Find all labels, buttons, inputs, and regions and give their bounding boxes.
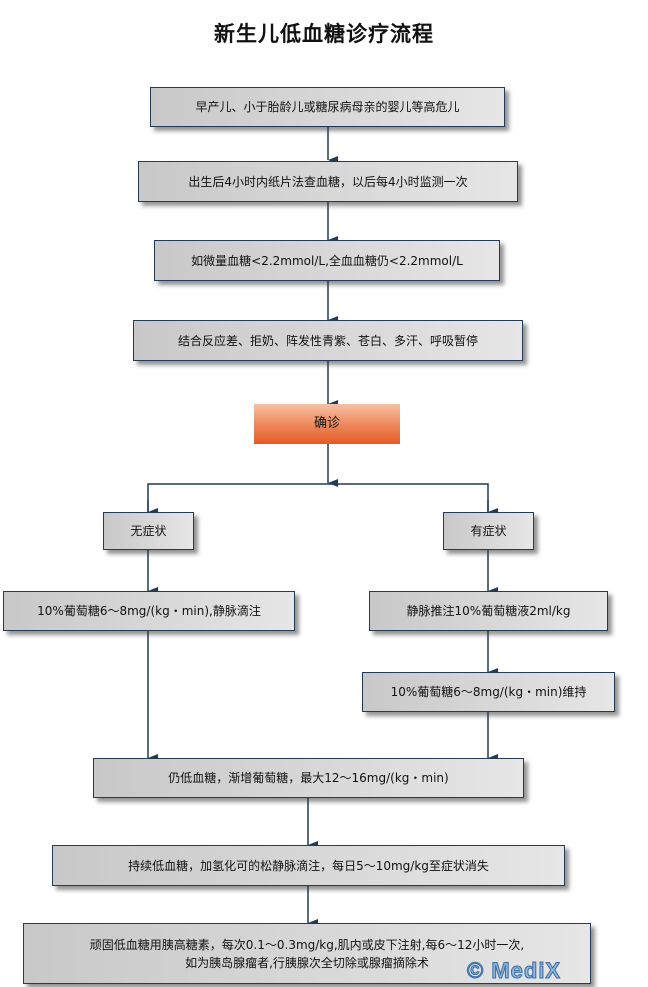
node-label: 如微量血糖<2.2mmol/L,全血血糖仍<2.2mmol/L — [191, 253, 463, 268]
node-maintenance-infusion: 10%葡萄糖6～8mg/(kg・min)维持 — [362, 672, 615, 712]
flowchart-title: 新生儿低血糖诊疗流程 — [214, 22, 434, 46]
medix-watermark: © MediX — [466, 958, 562, 984]
node-asymptomatic-treatment: 10%葡萄糖6～8mg/(kg・min),静脉滴注 — [3, 591, 295, 631]
node-hydrocortisone: 持续低血糖，加氢化可的松静脉滴注，每日5～10mg/kg至症状消失 — [52, 845, 565, 886]
node-iv-bolus: 静脉推注10%葡萄糖液2ml/kg — [369, 591, 608, 631]
node-label: 10%葡萄糖6～8mg/(kg・min)维持 — [390, 685, 587, 699]
node-asymptomatic: 无症状 — [103, 512, 194, 550]
node-label: 顽固低血糖用胰高糖素，每次0.1～0.3mg/kg,肌内或皮下注射,每6～12小… — [89, 937, 525, 970]
node-glucose-threshold: 如微量血糖<2.2mmol/L,全血血糖仍<2.2mmol/L — [154, 240, 500, 281]
node-label: 持续低血糖，加氢化可的松静脉滴注，每日5～10mg/kg至症状消失 — [128, 858, 489, 873]
node-label: 结合反应差、拒奶、阵发性青紫、苍白、多汗、呼吸暂停 — [177, 333, 478, 348]
node-label: 仍低血糖，渐增葡萄糖，最大12～16mg/(kg・min) — [168, 771, 449, 785]
node-label: 静脉推注10%葡萄糖液2ml/kg — [406, 604, 571, 618]
branch-line — [147, 483, 489, 512]
node-label: 早产儿、小于胎龄儿或糖尿病母亲的婴儿等高危儿 — [195, 100, 460, 114]
node-label: 有症状 — [470, 524, 507, 538]
node-label: 出生后4小时内纸片法查血糖，以后每4小时监测一次 — [188, 174, 468, 189]
node-symptomatic: 有症状 — [443, 512, 534, 550]
node-diagnosis-confirmed: 确诊 — [254, 404, 400, 444]
node-label: 确诊 — [313, 416, 340, 431]
node-clinical-symptoms: 结合反应差、拒奶、阵发性青紫、苍白、多汗、呼吸暂停 — [133, 320, 523, 361]
node-label: 10%葡萄糖6～8mg/(kg・min),静脉滴注 — [37, 604, 261, 618]
node-high-risk-infants: 早产儿、小于胎龄儿或糖尿病母亲的婴儿等高危儿 — [150, 87, 505, 127]
node-label: 无症状 — [130, 524, 167, 538]
node-glucose-monitoring: 出生后4小时内纸片法查血糖，以后每4小时监测一次 — [138, 161, 518, 202]
node-refractory-glucagon: 顽固低血糖用胰高糖素，每次0.1～0.3mg/kg,肌内或皮下注射,每6～12小… — [23, 923, 591, 984]
node-persistent-hypoglycemia: 仍低血糖，渐增葡萄糖，最大12～16mg/(kg・min) — [93, 758, 524, 798]
